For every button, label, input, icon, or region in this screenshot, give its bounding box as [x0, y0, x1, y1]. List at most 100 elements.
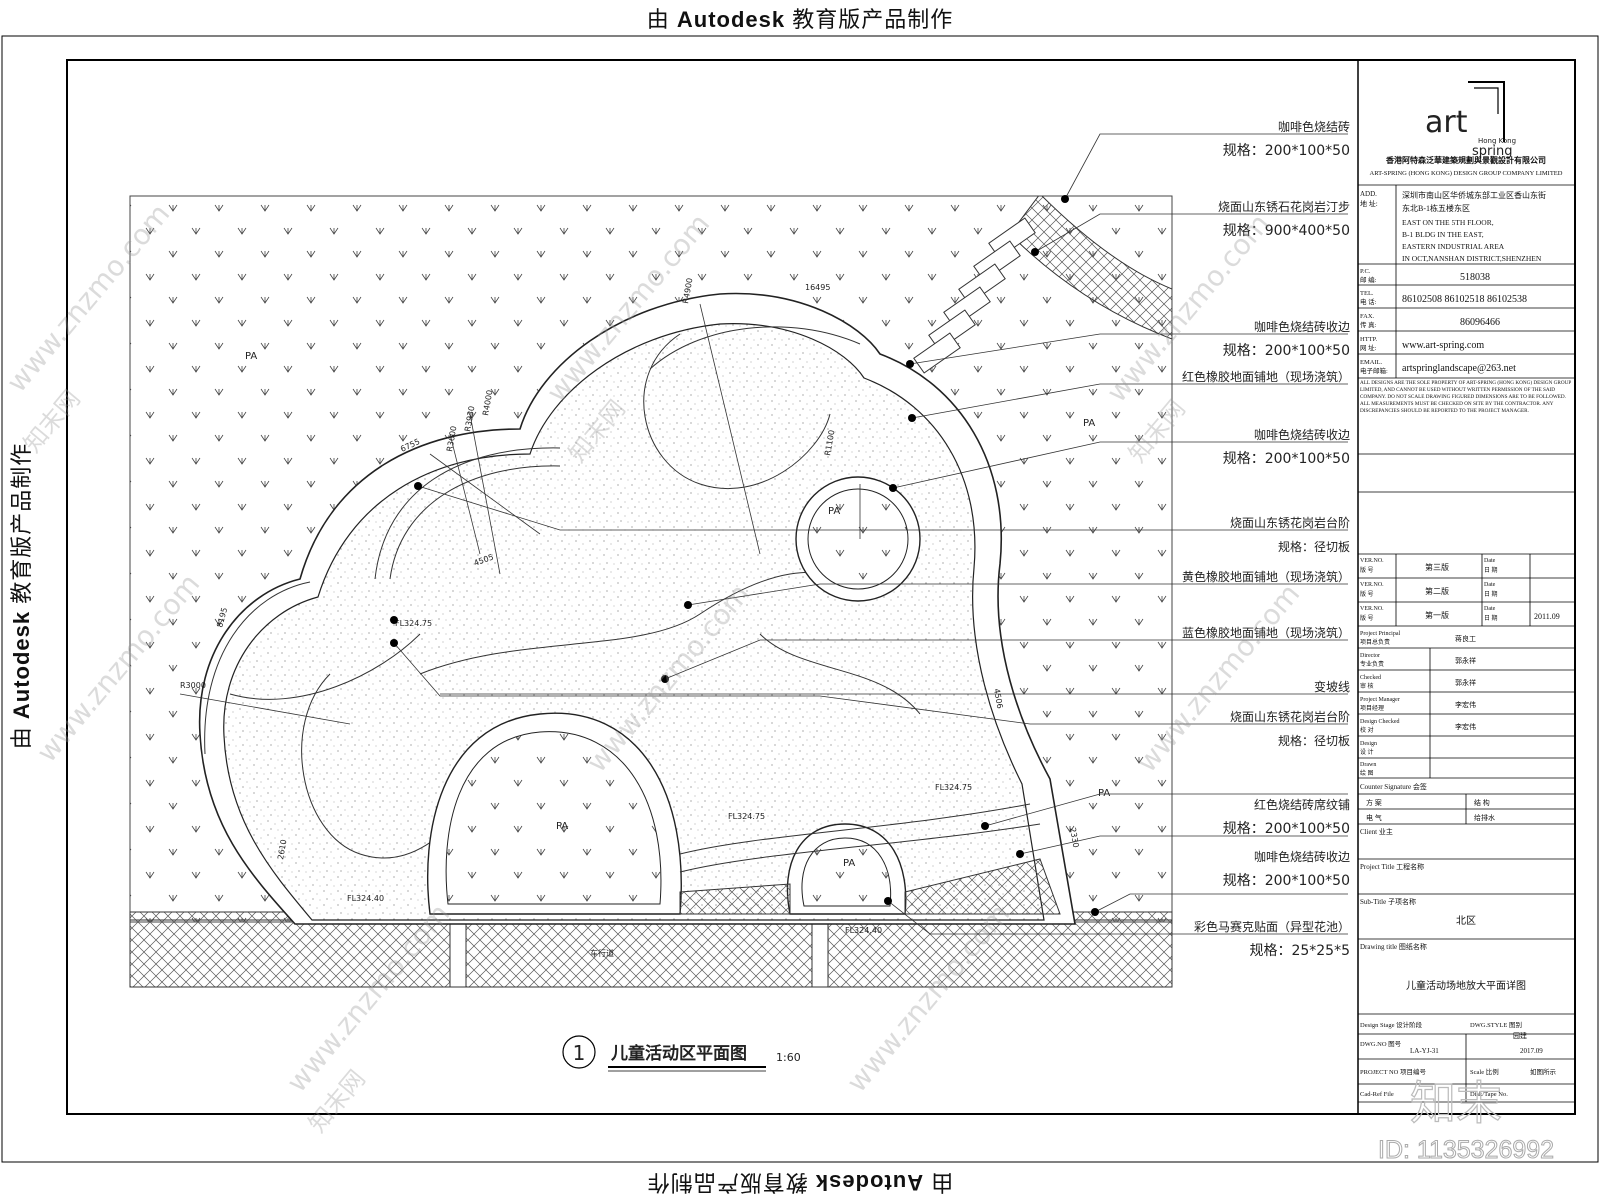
area-tag-pa: PA	[245, 351, 257, 362]
svg-text:方 案: 方 案	[1366, 798, 1382, 807]
client-label: Client 业主	[1360, 827, 1393, 836]
callout-labels: 咖啡色烧结砖 规格：200*100*50 烧面山东锈石花岗岩汀步 规格：900*…	[1182, 119, 1350, 959]
callout-name: 黄色橡胶地面铺地（现场浇筑）	[1182, 569, 1350, 584]
company-name-en: ART-SPRING (HONG KONG) DESIGN GROUP COMP…	[1370, 170, 1563, 177]
svg-text:电子邮箱:: 电子邮箱:	[1360, 366, 1388, 375]
callout-spec: 规格：200*100*50	[1223, 873, 1350, 889]
site-plan: 车行道	[129, 195, 1173, 988]
svg-text:DWG.NO 图号: DWG.NO 图号	[1360, 1040, 1402, 1048]
address-cn: 东北B-1栋五楼东区	[1402, 203, 1470, 213]
person-name: 郭永祥	[1455, 656, 1476, 665]
drawing-title-value: 儿童活动场地放大平面详图	[1406, 979, 1526, 992]
callout-name: 彩色马赛克贴面（异型花池）	[1194, 919, 1350, 934]
person-name: 李宏伟	[1455, 700, 1476, 709]
callout-name: 红色烧结砖席纹铺	[1254, 797, 1350, 812]
dwg-no-value: LA-YJ-31	[1410, 1047, 1439, 1055]
dimension-tag: R1100	[823, 429, 836, 456]
level-tag: FL324.75	[728, 812, 765, 821]
svg-text:VER.NO.: VER.NO.	[1360, 606, 1384, 612]
svg-text:Date: Date	[1484, 582, 1496, 588]
disclaimer-notes: ALL DESIGNS ARE THE SOLE PROPERTY OF ART…	[1360, 380, 1572, 414]
callout-spec: 规格：200*100*50	[1223, 821, 1350, 837]
version-value: 第一版	[1425, 610, 1449, 620]
svg-text:版 号: 版 号	[1360, 614, 1374, 622]
dimension-tag: R4000	[481, 389, 494, 416]
svg-text:给排水: 给排水	[1474, 813, 1495, 822]
project-title-label: Project Title 工程名称	[1360, 862, 1424, 871]
edu-banner-bottom: 由 Autodesk 教育版产品制作	[646, 1170, 954, 1195]
address-en: B-1 BLDG IN THE EAST,	[1402, 230, 1484, 239]
svg-text:Drawn: Drawn	[1360, 762, 1376, 768]
scale-value: 如图所示	[1530, 1067, 1557, 1076]
level-tag: FL324.75	[935, 783, 972, 792]
edu-banner-top: 由 Autodesk 教育版产品制作	[646, 7, 954, 32]
subtitle-label: Sub-Title 子项名称	[1360, 897, 1416, 906]
callout-name: 烧面山东锈花岗岩台阶	[1230, 515, 1350, 530]
svg-text:HTTP.: HTTP.	[1360, 336, 1378, 343]
svg-text:专业负责: 专业负责	[1360, 660, 1384, 668]
version-date: 2011.09	[1534, 612, 1560, 621]
callout-spec: 规格：200*100*50	[1223, 143, 1350, 159]
fax: 86096466	[1460, 317, 1500, 328]
drawing-title: 1 儿童活动区平面图 1:60	[562, 1035, 801, 1072]
dimension-tag: 16495	[805, 283, 830, 292]
level-tag: FL324.40	[845, 926, 882, 935]
callout-name: 咖啡色烧结砖收边	[1254, 319, 1350, 334]
person-name: 郭永祥	[1455, 678, 1476, 687]
svg-text:FAX.: FAX.	[1360, 313, 1375, 320]
callout-dots	[390, 195, 1099, 916]
email: artspringlandscape@263.net	[1402, 363, 1516, 374]
dwg-style-value: 园建	[1513, 1031, 1527, 1040]
telephone: 86102508 86102518 86102538	[1402, 294, 1527, 305]
watermark-brand: 知末网	[18, 385, 86, 458]
svg-text:Cad-Ref File: Cad-Ref File	[1360, 1091, 1394, 1098]
svg-text:art: art	[1425, 105, 1468, 140]
drawing-scale: 1:60	[776, 1051, 801, 1064]
dimension-tag: 2610	[276, 839, 288, 861]
title-block: art Hong Kong spring 香港阿特森泛華建築規劃與景觀設計有限公…	[1358, 81, 1575, 1103]
svg-text:项目总负责: 项目总负责	[1360, 638, 1390, 646]
svg-text:VER.NO.: VER.NO.	[1360, 582, 1384, 588]
callout-name: 咖啡色烧结砖收边	[1254, 427, 1350, 442]
callout-name: 红色橡胶地面铺地（现场浇筑）	[1182, 369, 1350, 384]
svg-text:网 址:: 网 址:	[1360, 343, 1377, 352]
stepping-stones	[913, 217, 1036, 374]
website: www.art-spring.com	[1402, 340, 1484, 351]
svg-text:Hong Kong: Hong Kong	[1478, 137, 1516, 145]
svg-text:VER.NO.: VER.NO.	[1360, 558, 1384, 564]
dimension-tag: R4900	[681, 277, 694, 304]
callout-spec: 规格：200*100*50	[1223, 451, 1350, 467]
level-tag: FL324.75	[395, 619, 432, 628]
svg-text:审 核: 审 核	[1360, 682, 1374, 690]
date-value: 2017.09	[1520, 1047, 1543, 1055]
company-name-cn: 香港阿特森泛華建築規劃與景觀設計有限公司	[1385, 155, 1546, 165]
callout-name: 咖啡色烧结砖收边	[1254, 849, 1350, 864]
svg-text:地 址:: 地 址:	[1360, 199, 1378, 208]
person-name: 蒋良工	[1455, 634, 1476, 643]
version-value: 第二版	[1425, 586, 1449, 596]
address-cn: 深圳市南山区华侨城东部工业区香山东街	[1402, 190, 1546, 200]
svg-text:邮 编:: 邮 编:	[1360, 275, 1377, 284]
counter-signature-label: Counter Signature 会签	[1360, 782, 1427, 791]
svg-text:日 期: 日 期	[1484, 614, 1498, 622]
callout-name: 咖啡色烧结砖	[1278, 119, 1350, 134]
area-tag-pa: PA	[1083, 418, 1095, 429]
area-tag-pa: PA	[1098, 788, 1110, 799]
person-name: 李宏伟	[1455, 722, 1476, 731]
dimension-tag: R3600	[445, 425, 458, 452]
svg-text:绘 图: 绘 图	[1360, 769, 1374, 777]
svg-text:版 号: 版 号	[1360, 566, 1374, 574]
svg-text:项目经理: 项目经理	[1360, 704, 1384, 712]
address-en: IN OCT,NANSHAN DISTRICT,SHENZHEN	[1402, 254, 1542, 263]
callout-name: 蓝色橡胶地面铺地（现场浇筑）	[1182, 625, 1350, 640]
road-label: 车行道	[590, 948, 614, 958]
callout-name: 烧面山东锈石花岗岩汀步	[1218, 199, 1350, 214]
svg-text:TEL.: TEL.	[1360, 290, 1374, 297]
callout-name: 变坡线	[1314, 679, 1350, 694]
svg-text:Project Principal: Project Principal	[1360, 631, 1400, 637]
svg-text:Date: Date	[1484, 558, 1496, 564]
svg-text:Checked: Checked	[1360, 675, 1381, 681]
drawing-title-label: Drawing title 图纸名称	[1360, 942, 1427, 951]
dimension-tag: R3000	[180, 681, 206, 690]
svg-text:设 计: 设 计	[1360, 748, 1374, 756]
